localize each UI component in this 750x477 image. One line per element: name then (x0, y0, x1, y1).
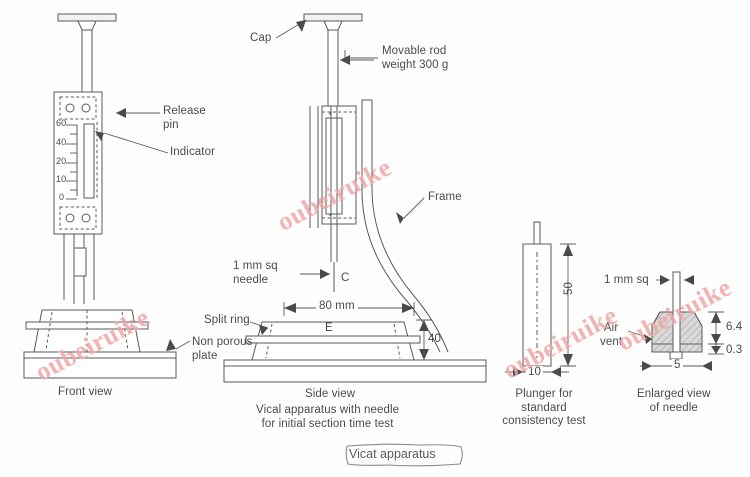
side-view-subtitle: Vical apparatus with needle for initial … (256, 404, 400, 430)
callout-frame: Frame (428, 191, 462, 203)
dimension-10: 10 (526, 366, 543, 380)
dimension-50: 50 (563, 282, 575, 295)
callout-needle-size: 1 mm sq (604, 274, 649, 286)
callout-air-vent: Air vent (600, 322, 623, 348)
figure-caption-box: Vicat apparatus (345, 443, 463, 467)
front-view-title: Front view (58, 386, 113, 398)
callout-needle: 1 mm sq needle (233, 260, 278, 286)
dimension-80mm: 80 mm (316, 300, 358, 314)
arrowheads (95, 20, 721, 377)
callout-point-e: E (325, 322, 333, 334)
plunger-title: Plunger for standard consistency test (502, 388, 586, 428)
callout-split-ring: Split ring (204, 314, 250, 326)
dimension-40: 40 (428, 333, 441, 345)
scale-tick-20: 20 (56, 156, 67, 166)
plunger-group (522, 221, 552, 367)
dimension-5: 5 (672, 359, 683, 373)
figure-caption: Vicat apparatus (349, 447, 436, 461)
callout-indicator: Indicator (170, 146, 216, 158)
scale-ticks-marks (66, 124, 77, 200)
scale-tick-0: 0 (59, 192, 65, 202)
callout-cap: Cap (250, 32, 272, 44)
side-view-title: Side view (305, 388, 356, 400)
callout-release-pin: Release pin (163, 105, 206, 131)
scale-tick-60: 60 (56, 118, 67, 128)
side-view-group (223, 13, 487, 383)
callout-movable-rod: Movable rod weight 300 g (382, 45, 449, 71)
needle-detail-title: Enlarged view of needle (637, 388, 711, 414)
scale-tick-10: 10 (56, 174, 67, 184)
front-view-group (23, 13, 177, 379)
callout-point-c: C (341, 272, 350, 284)
caption-handdrawn-box (345, 443, 463, 467)
dimension-6-4: 6.4 (726, 321, 743, 333)
dimension-0-3: 0.3 (726, 344, 743, 356)
callout-non-porous-plate: Non porous plate (192, 336, 253, 362)
scale-tick-40: 40 (56, 137, 67, 147)
